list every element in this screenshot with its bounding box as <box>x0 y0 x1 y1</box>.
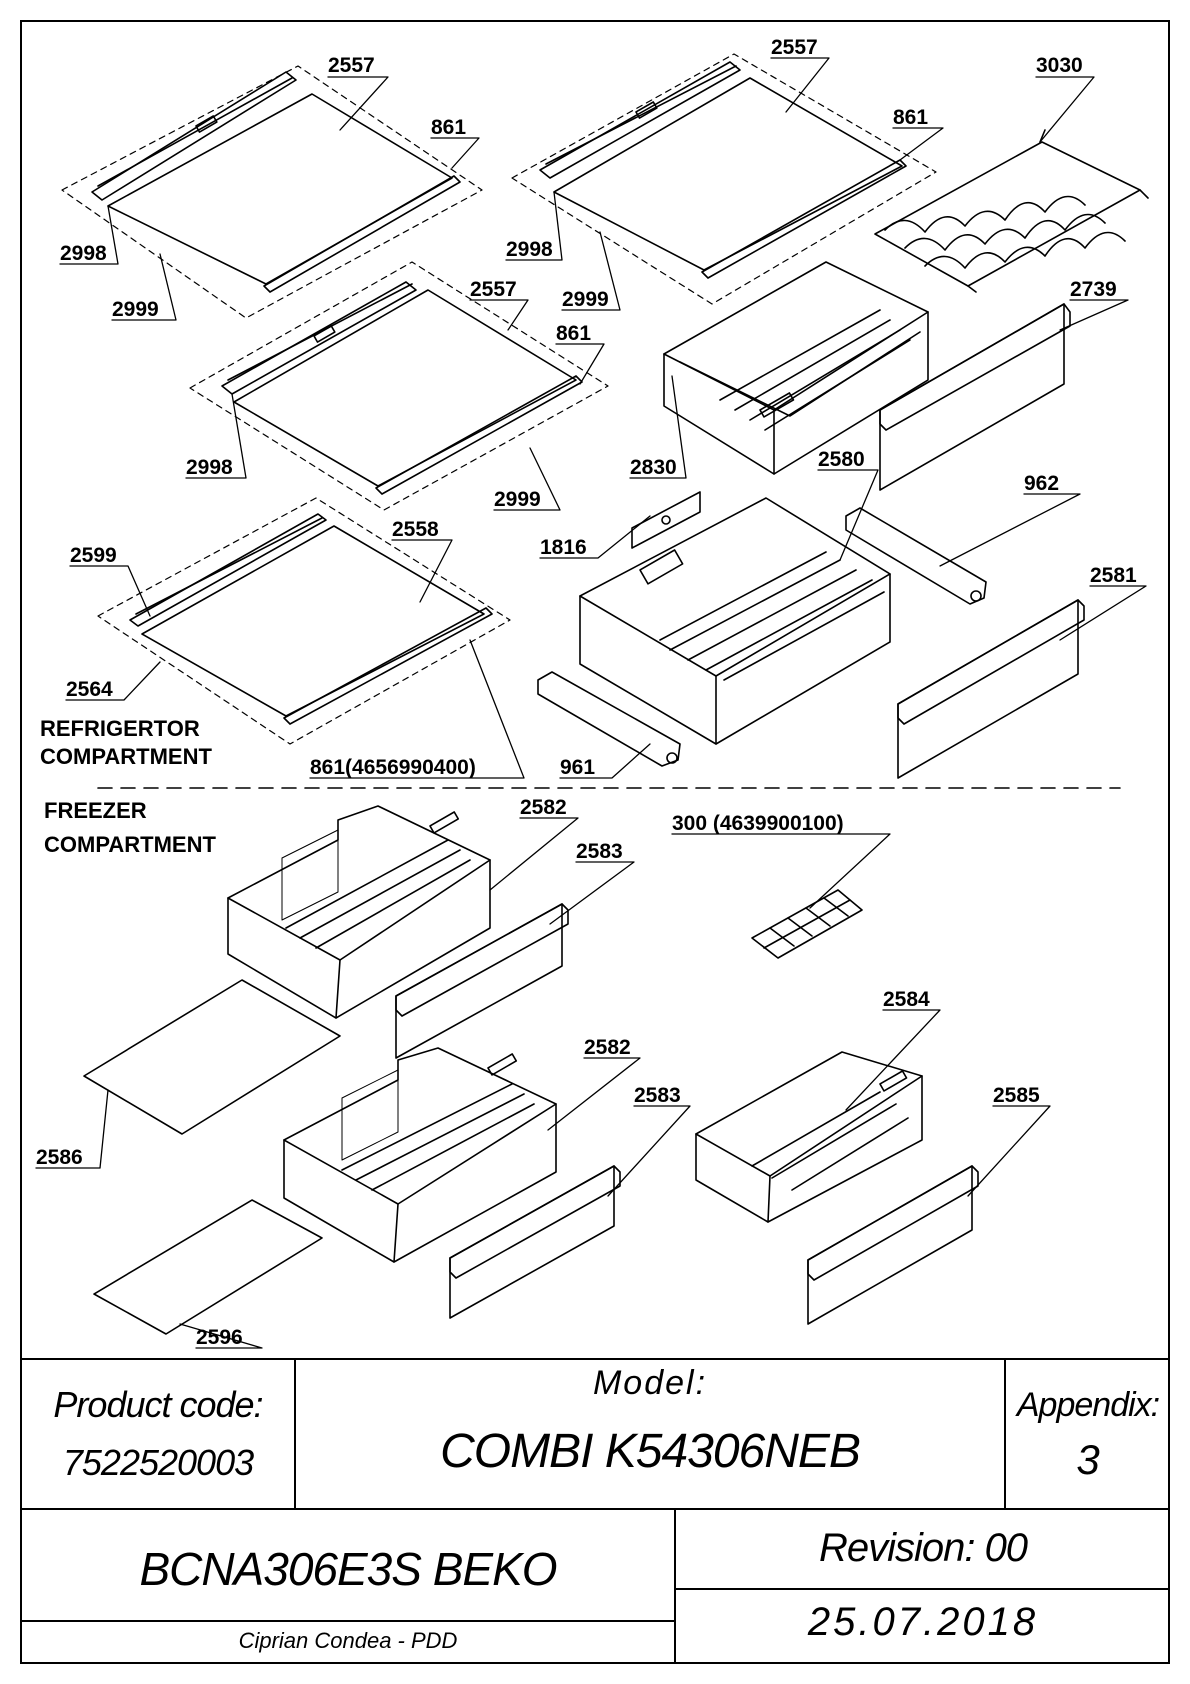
callout-2581: 2581 <box>1090 564 1137 587</box>
callout-861-d: 861(4656990400) <box>310 756 476 779</box>
model-value: COMBI K54306NEB <box>440 1425 861 1478</box>
freezer-front-cover-small <box>807 1165 979 1325</box>
callout-2558: 2558 <box>392 518 439 541</box>
callout-2582-a: 2582 <box>520 796 567 819</box>
title-block-divider-1 <box>294 1358 296 1508</box>
callout-861-b: 861 <box>893 106 928 129</box>
callout-1816: 1816 <box>540 536 587 559</box>
crisper-drawer-upper <box>663 261 929 475</box>
glass-shelf-top-right <box>511 53 937 305</box>
callout-962: 962 <box>1024 472 1059 495</box>
info-label-card <box>631 491 701 549</box>
callout-2599: 2599 <box>70 544 117 567</box>
callout-2557-b: 2557 <box>771 36 818 59</box>
callout-961: 961 <box>560 756 595 779</box>
freezer-section-label-line2: COMPARTMENT <box>44 832 216 857</box>
callout-861-a: 861 <box>431 116 466 139</box>
callout-2557-c: 2557 <box>470 278 517 301</box>
freezer-front-cover-upper <box>395 903 569 1059</box>
callout-2583-b: 2583 <box>634 1084 681 1107</box>
appendix-value: 3 <box>1076 1436 1100 1483</box>
title-block-row-border <box>20 1508 1170 1510</box>
title-block-revision-border <box>674 1588 1170 1590</box>
callout-2999-c: 2999 <box>494 488 541 511</box>
glass-shelf-top-left <box>61 65 483 319</box>
callout-2583-a: 2583 <box>576 840 623 863</box>
freezer-section-label-line1: FREEZER <box>44 798 147 823</box>
slide-rail-left <box>537 671 681 767</box>
callout-2585: 2585 <box>993 1084 1040 1107</box>
callout-2998-a: 2998 <box>60 242 107 265</box>
callout-2999-b: 2999 <box>562 288 609 311</box>
author: Ciprian Condea - PDD <box>238 1628 458 1653</box>
freezer-glass-plate-lower <box>93 1199 323 1335</box>
title-block-divider-3 <box>674 1508 676 1664</box>
callout-3030: 3030 <box>1036 54 1083 77</box>
callout-2580: 2580 <box>818 448 865 471</box>
leader-lines <box>35 57 1147 1349</box>
glass-shelf-lower <box>97 497 511 745</box>
callout-2582-b: 2582 <box>584 1036 631 1059</box>
callout-2999-a: 2999 <box>112 298 159 321</box>
crisper-front-cover-upper <box>879 303 1071 491</box>
date: 25.07.2018 <box>807 1600 1039 1644</box>
slide-rail-right <box>845 507 987 605</box>
model-label: Model: <box>592 1364 708 1402</box>
crisper-drawer-lower <box>579 497 891 745</box>
freezer-front-cover-lower <box>449 1165 621 1319</box>
drawing-frame <box>20 20 1170 1664</box>
freezer-drawer-small <box>695 1051 923 1223</box>
refrigerator-section-label-line1: REFRIGERTOR <box>40 716 200 741</box>
title-block-divider-2 <box>1004 1358 1006 1508</box>
title-block-top-border <box>20 1358 1170 1360</box>
callout-2830: 2830 <box>630 456 677 479</box>
callout-2596: 2596 <box>196 1326 243 1349</box>
callout-2998-b: 2998 <box>506 238 553 261</box>
callout-2584: 2584 <box>883 988 930 1011</box>
callout-861-c: 861 <box>556 322 591 345</box>
glass-shelf-middle <box>189 261 609 511</box>
callout-2739: 2739 <box>1070 278 1117 301</box>
callout-2586: 2586 <box>36 1146 83 1169</box>
callout-2564: 2564 <box>66 678 113 701</box>
wine-rack <box>874 129 1149 293</box>
freezer-drawer-lower <box>283 1047 557 1263</box>
crisper-front-cover-lower <box>897 599 1085 779</box>
revision: Revision: 00 <box>818 1526 1028 1570</box>
freezer-glass-plate-upper <box>83 979 341 1135</box>
product-code-value: 7522520003 <box>62 1442 254 1483</box>
title-block-author-border <box>20 1620 674 1622</box>
callout-2998-c: 2998 <box>186 456 233 479</box>
callout-300: 300 (4639900100) <box>672 812 844 835</box>
freezer-drawer-upper <box>227 805 491 1019</box>
ice-cube-tray <box>751 889 863 959</box>
appendix-label: Appendix: <box>1016 1386 1160 1424</box>
product-name: BCNA306E3S BEKO <box>139 1543 557 1595</box>
callout-2557-a: 2557 <box>328 54 375 77</box>
refrigerator-section-label-line2: COMPARTMENT <box>40 744 212 769</box>
product-code-label: Product code: <box>53 1384 263 1425</box>
